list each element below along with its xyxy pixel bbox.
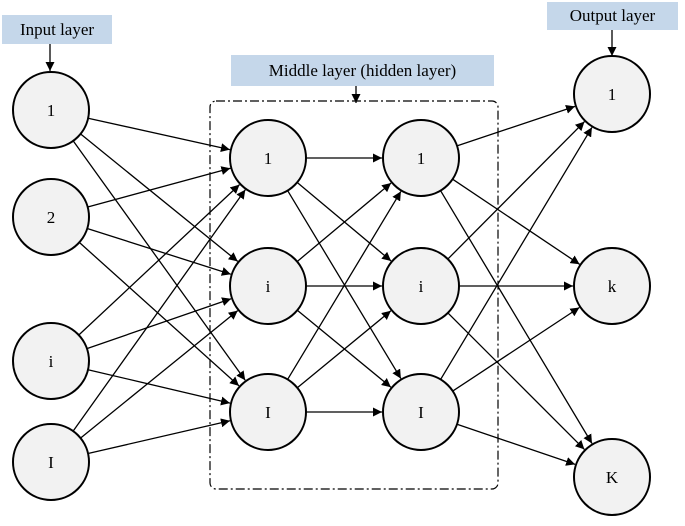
input-node-1: 2: [12, 178, 90, 256]
output-node-label: k: [608, 277, 617, 296]
hidden1-node-label: 1: [264, 149, 273, 168]
input-layer-label: Input layer: [2, 15, 112, 44]
hidden2-node-2: I: [382, 373, 460, 451]
input-node-label: I: [48, 453, 54, 472]
input-node-2: i: [12, 322, 90, 400]
edge-hidden2-0-to-output-2: [439, 190, 593, 444]
hidden1-node-label: i: [266, 277, 271, 296]
output-node-2: K: [573, 438, 651, 516]
output-layer-label-text: Output layer: [570, 6, 656, 25]
input-node-circle: [12, 423, 90, 501]
edge-hidden1-2-to-hidden2-1: [296, 310, 392, 389]
input-node-circle: [12, 71, 90, 149]
edge-hidden1-1-to-hidden2-0: [296, 182, 392, 263]
output-node-label: K: [606, 468, 619, 487]
hidden2-node-circle: [382, 119, 460, 197]
hidden2-node-label: 1: [417, 149, 426, 168]
edge-hidden2-2-to-output-2: [456, 423, 576, 466]
hidden1-node-circle: [229, 373, 307, 451]
output-node-label: 1: [608, 85, 617, 104]
edge-input-1-to-hidden1-1: [87, 227, 231, 276]
edge-hidden2-0-to-output-0: [456, 104, 576, 147]
hidden2-node-0: 1: [382, 119, 460, 197]
edge-hidden2-1-to-output-2: [447, 312, 585, 450]
output-node-1: k: [573, 247, 651, 325]
edge-input-2-to-hidden1-2: [87, 369, 231, 406]
connections: [72, 104, 593, 466]
edge-input-0-to-hidden1-1: [80, 133, 239, 262]
edge-input-3-to-hidden1-1: [80, 310, 239, 439]
edge-input-3-to-hidden1-0: [72, 189, 246, 432]
output-node-0: 1: [573, 55, 651, 133]
edge-hidden2-1-to-output-0: [447, 121, 585, 260]
edge-hidden2-2-to-output-1: [452, 306, 580, 392]
input-node-0: 1: [12, 71, 90, 149]
hidden-layer-label: Middle layer (hidden layer): [231, 55, 494, 86]
hidden-layer-label-text: Middle layer (hidden layer): [269, 61, 456, 80]
hidden1-node-2: I: [229, 373, 307, 451]
edge-input-1-to-hidden1-0: [87, 166, 231, 208]
output-layer-label: Output layer: [547, 2, 678, 30]
input-node-circle: [12, 322, 90, 400]
edge-input-3-to-hidden1-2: [87, 418, 231, 455]
hidden1-node-1: i: [229, 247, 307, 325]
input-node-3: I: [12, 423, 90, 501]
hidden2-node-label: i: [419, 277, 424, 296]
output-node-circle: [573, 247, 651, 325]
hidden2-node-label: I: [418, 403, 424, 422]
edge-hidden2-2-to-output-0: [440, 127, 593, 380]
hidden1-node-circle: [229, 119, 307, 197]
nodes: 1 2 iI 1 iI 1 iI 1 kK: [12, 55, 651, 516]
hidden1-node-0: 1: [229, 119, 307, 197]
hidden2-node-1: i: [382, 247, 460, 325]
edge-hidden2-0-to-output-1: [452, 178, 580, 265]
edge-input-0-to-hidden1-0: [87, 117, 231, 153]
input-node-label: 1: [47, 101, 56, 120]
edge-input-2-to-hidden1-1: [86, 297, 232, 350]
edge-hidden1-2-to-hidden2-0: [287, 191, 402, 380]
edge-input-1-to-hidden1-2: [78, 241, 240, 387]
input-node-label: 2: [47, 208, 56, 227]
hidden2-node-circle: [382, 247, 460, 325]
input-node-circle: [12, 178, 90, 256]
hidden1-node-label: I: [265, 403, 271, 422]
hidden1-node-circle: [229, 247, 307, 325]
output-node-circle: [573, 438, 651, 516]
output-node-circle: [573, 55, 651, 133]
hidden2-node-circle: [382, 373, 460, 451]
input-node-label: i: [49, 352, 54, 371]
input-layer-label-text: Input layer: [20, 20, 94, 39]
edge-input-2-to-hidden1-0: [78, 184, 240, 336]
